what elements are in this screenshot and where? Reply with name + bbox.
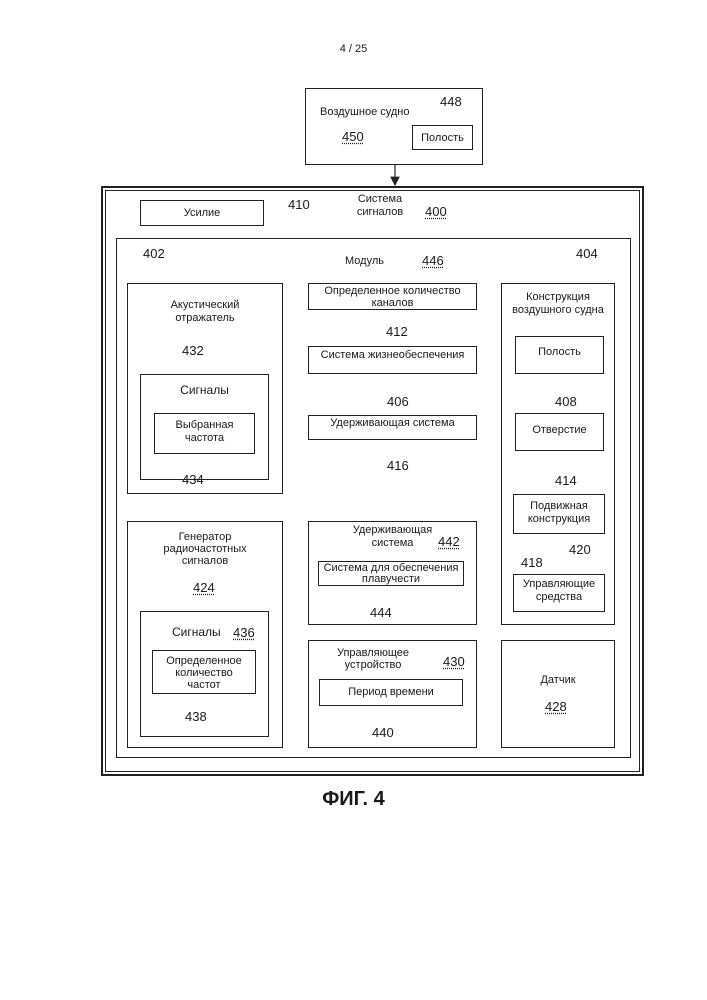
acoustic-num: 432 [182,344,204,358]
structure-ref: 404 [576,247,598,261]
rf-generator-title-1: Генератор [127,531,283,543]
gain-label: Усилие [140,207,264,219]
structure-cavity-num: 408 [555,395,577,409]
rf-generator-title-2: радиочастотных [127,543,283,555]
buoyancy-system-2: плавучести [318,573,464,585]
aircraft-num: 450 [342,130,364,144]
life-support-num: 406 [387,395,409,409]
sensor-num: 428 [545,700,567,714]
frequency-count-2: количество [152,667,256,679]
opening-num: 414 [555,474,577,488]
system-title-2: сигналов [350,206,410,218]
buoyancy-system-num: 444 [370,606,392,620]
channels-label-2: каналов [308,297,477,309]
controller-num: 430 [443,655,465,669]
aircraft-title: Воздушное судно [320,106,410,118]
frequency-count-1: Определенное [152,655,256,667]
structure-cavity-label: Полость [515,346,604,358]
channels-label-1: Определенное количество [308,285,477,297]
rf-generator-title-3: сигналов [127,555,283,567]
acoustic-title-1: Акустический [127,299,283,311]
system-title-1: Система [350,193,410,205]
aircraft-cavity-label: Полость [412,132,473,144]
module-num: 446 [422,254,444,268]
sensor-box [501,640,615,748]
structure-title-1: Конструкция [501,291,615,303]
channels-num: 412 [386,325,408,339]
movable-structure-num: 418 [521,556,543,570]
figure-caption: ФИГ. 4 [0,788,707,811]
restraint-system-2-num: 442 [438,535,460,549]
frequency-count-num: 438 [185,710,207,724]
movable-structure-1: Подвижная [513,500,605,512]
controls-label-1: Управляющие [513,578,605,590]
selected-frequency-num: 434 [182,473,204,487]
aircraft-cavity-num: 448 [440,95,462,109]
acoustic-ref: 402 [143,247,165,261]
selected-frequency-2: частота [154,432,255,444]
selected-frequency-1: Выбранная [154,419,255,431]
page-number: 4 / 25 [0,43,707,55]
structure-title-2: воздушного судна [501,304,615,316]
sensor-label: Датчик [501,674,615,686]
rf-signals-label: Сигналы [172,626,221,638]
module-title: Модуль [345,255,384,267]
rf-generator-num: 424 [193,581,215,595]
time-period-label: Период времени [319,686,463,698]
acoustic-title-2: отражатель [127,312,283,324]
time-period-num: 440 [372,726,394,740]
restraint-system-num: 416 [387,459,409,473]
controller-title-1: Управляющее [308,647,438,659]
movable-structure-2: конструкция [513,513,605,525]
controller-title-2: устройство [308,659,438,671]
restraint-system-label: Удерживающая система [308,417,477,429]
gain-num: 410 [288,198,310,212]
life-support-label: Система жизнеобеспечения [308,349,477,361]
system-num: 400 [425,205,447,219]
opening-label: Отверстие [515,424,604,436]
controls-num: 420 [569,543,591,557]
controls-label-2: средства [513,591,605,603]
frequency-count-3: частот [152,679,256,691]
acoustic-signals-label: Сигналы [140,384,269,396]
rf-signals-num: 436 [233,626,255,640]
